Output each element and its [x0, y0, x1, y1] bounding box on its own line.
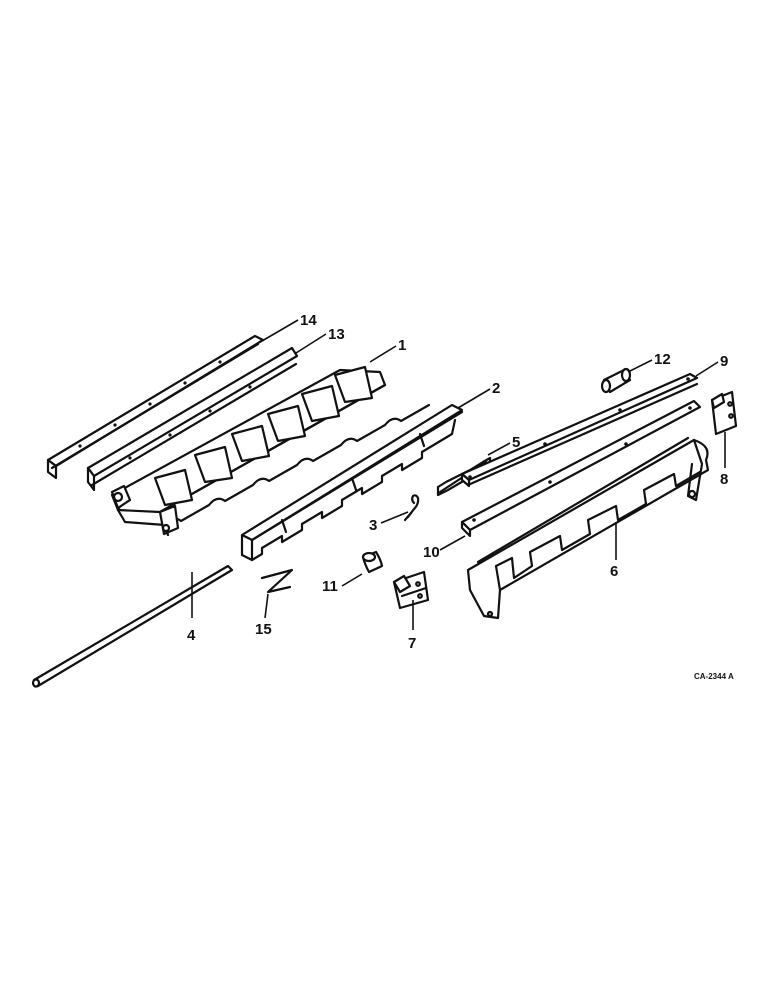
callout-2: 2 — [492, 380, 500, 397]
part-2-channel — [240, 403, 464, 562]
callout-15: 15 — [255, 621, 272, 638]
part-4-rod — [31, 564, 234, 688]
part-6-shield — [466, 436, 710, 620]
callout-14: 14 — [300, 312, 317, 329]
callout-3: 3 — [369, 517, 377, 534]
callout-4: 4 — [187, 627, 196, 644]
part-8-bracket — [710, 390, 738, 436]
part-10-bar — [460, 399, 702, 538]
part-1-finger-assembly — [110, 365, 431, 537]
callout-12: 12 — [654, 351, 671, 368]
callout-6: 6 — [610, 563, 618, 580]
part-14-strip — [46, 334, 265, 480]
part-15-clip — [260, 568, 294, 594]
part-11-bushing — [361, 550, 384, 574]
part-12-sleeve — [600, 367, 632, 394]
callout-9: 9 — [720, 353, 728, 370]
part-13-strip — [86, 346, 299, 492]
callout-11: 11 — [322, 578, 338, 595]
drawing-code: CA-2344 A — [694, 672, 734, 681]
callout-1: 1 — [398, 337, 406, 354]
part-3-pin — [403, 494, 420, 522]
callout-8: 8 — [720, 471, 728, 488]
leader-lines — [191, 319, 726, 630]
callout-13: 13 — [328, 326, 345, 343]
part-7-bracket — [392, 570, 430, 610]
callouts: 14 13 1 2 5 3 11 4 15 7 6 10 12 9 8 — [187, 312, 728, 652]
callout-10: 10 — [423, 544, 440, 561]
callout-7: 7 — [408, 635, 416, 652]
callout-5: 5 — [512, 434, 520, 451]
part-9-bar — [460, 372, 699, 488]
